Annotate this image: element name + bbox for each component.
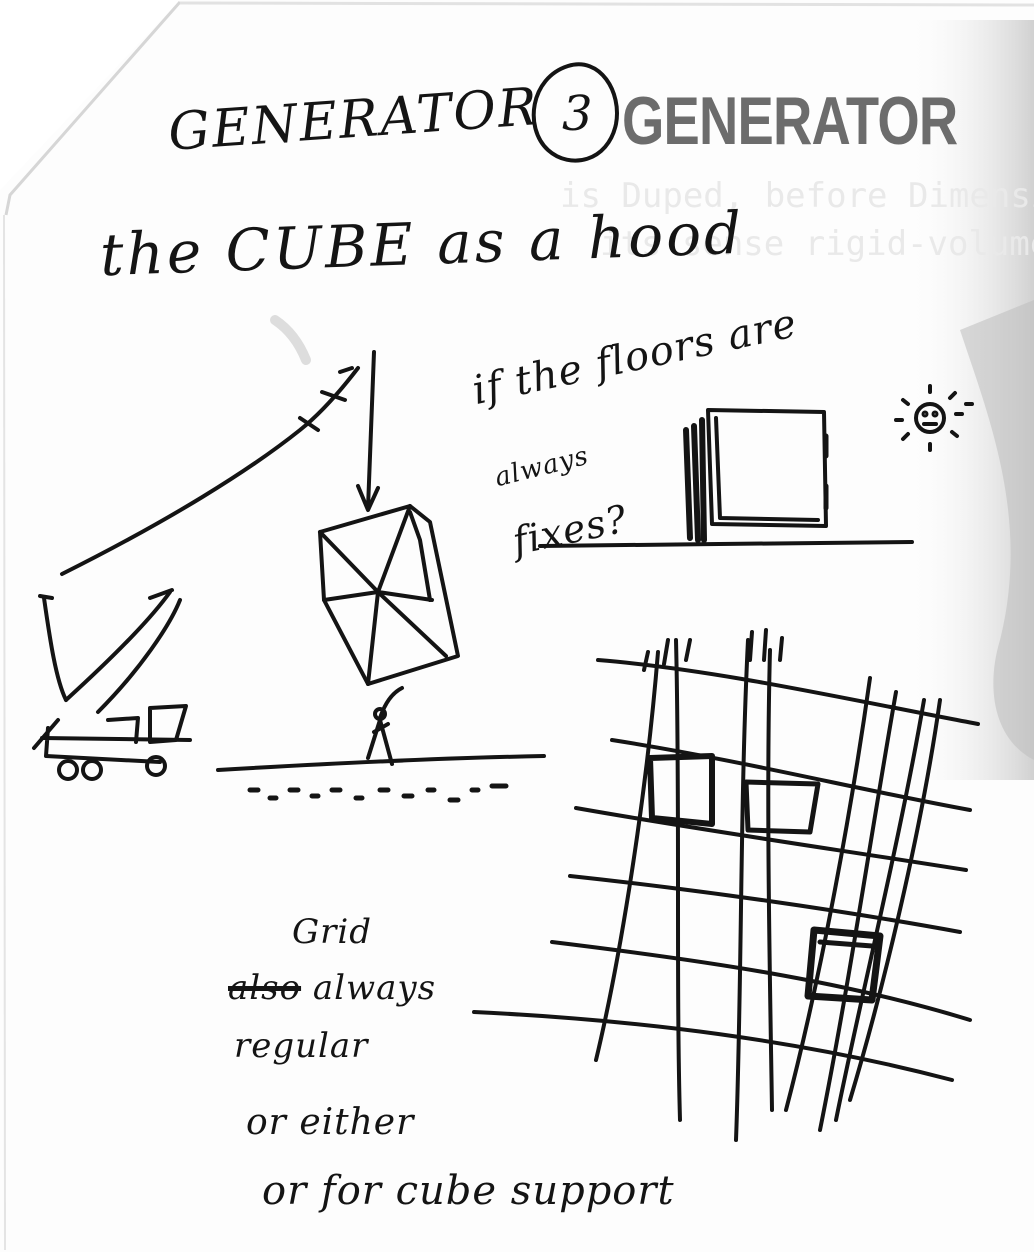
grid-note-word: always <box>313 968 436 1008</box>
grid-note-line: or either <box>246 1102 414 1143</box>
title-stamp: GENERATOR <box>622 82 957 160</box>
struck-word: also <box>228 968 301 1008</box>
grid-note-line: also always <box>228 968 436 1008</box>
grid-note-line: regular <box>234 1026 368 1066</box>
grid-note-line: or for cube support <box>262 1168 675 1214</box>
page-number: 3 <box>562 86 594 142</box>
grid-note-line: Grid <box>292 912 372 952</box>
